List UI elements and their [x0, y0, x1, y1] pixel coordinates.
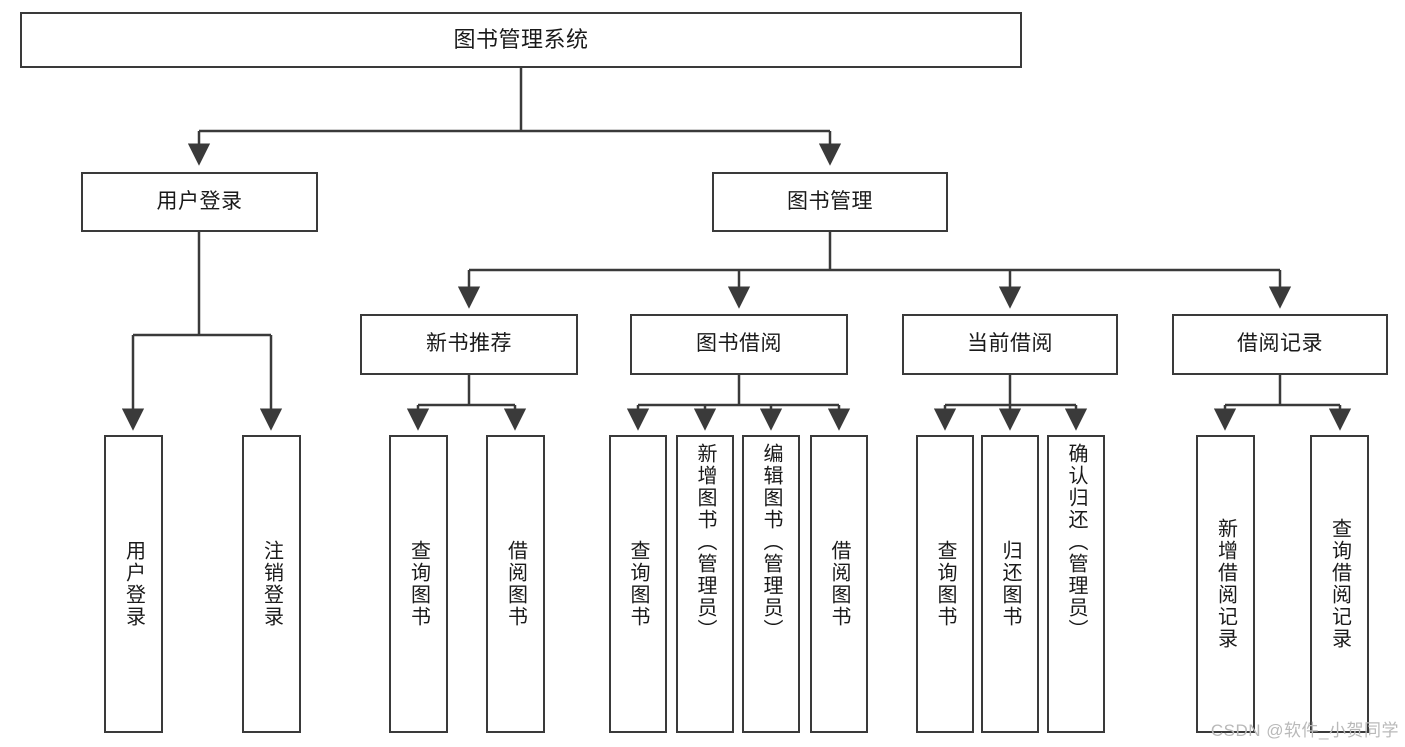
node-label: 查询图书 [934, 540, 956, 628]
node-label: 查询图书 [627, 540, 649, 628]
node-label: 图书借阅 [696, 332, 782, 356]
node-label: 归还图书 [999, 540, 1021, 628]
leaf-borrow-book[interactable]: 借阅图书 [810, 435, 868, 733]
node-label: 查询图书 [407, 540, 430, 628]
node-new-book-recommendation[interactable]: 新书推荐 [360, 314, 578, 375]
node-book-management[interactable]: 图书管理 [712, 172, 948, 232]
node-label: 新书推荐 [426, 332, 512, 356]
leaf-query-borrow-record[interactable]: 查询借阅记录 [1310, 435, 1369, 733]
node-label: 确认归还（管理员） [1065, 443, 1087, 641]
node-user-login[interactable]: 用户登录 [81, 172, 318, 232]
node-label: 图书管理 [787, 189, 873, 213]
watermark-text: CSDN @软件_小贺同学 [1210, 721, 1399, 740]
node-label: 用户登录 [122, 540, 145, 628]
leaf-logout[interactable]: 注销登录 [242, 435, 301, 733]
leaf-query-book-recommendation[interactable]: 查询图书 [389, 435, 448, 733]
node-label: 查询借阅记录 [1328, 518, 1351, 650]
node-label: 编辑图书（管理员） [760, 443, 782, 641]
leaf-borrow-book-recommendation[interactable]: 借阅图书 [486, 435, 545, 733]
node-label: 用户登录 [156, 189, 243, 213]
node-label: 借阅图书 [828, 540, 850, 628]
node-label: 新增借阅记录 [1214, 518, 1237, 650]
node-label: 新增图书（管理员） [694, 443, 716, 641]
leaf-add-borrow-record[interactable]: 新增借阅记录 [1196, 435, 1255, 733]
node-borrow-record[interactable]: 借阅记录 [1172, 314, 1388, 375]
node-label: 当前借阅 [967, 332, 1053, 356]
node-label: 图书管理系统 [453, 27, 589, 53]
node-label: 借阅图书 [504, 540, 527, 628]
leaf-add-book-admin[interactable]: 新增图书（管理员） [676, 435, 734, 733]
node-label: 注销登录 [260, 540, 283, 628]
leaf-query-book-current[interactable]: 查询图书 [916, 435, 974, 733]
node-root-system[interactable]: 图书管理系统 [20, 12, 1022, 68]
node-current-borrow[interactable]: 当前借阅 [902, 314, 1118, 375]
leaf-query-book-borrow[interactable]: 查询图书 [609, 435, 667, 733]
leaf-confirm-return-admin[interactable]: 确认归还（管理员） [1047, 435, 1105, 733]
node-book-borrow[interactable]: 图书借阅 [630, 314, 848, 375]
node-label: 借阅记录 [1237, 332, 1323, 356]
leaf-return-book[interactable]: 归还图书 [981, 435, 1039, 733]
leaf-user-login[interactable]: 用户登录 [104, 435, 163, 733]
leaf-edit-book-admin[interactable]: 编辑图书（管理员） [742, 435, 800, 733]
